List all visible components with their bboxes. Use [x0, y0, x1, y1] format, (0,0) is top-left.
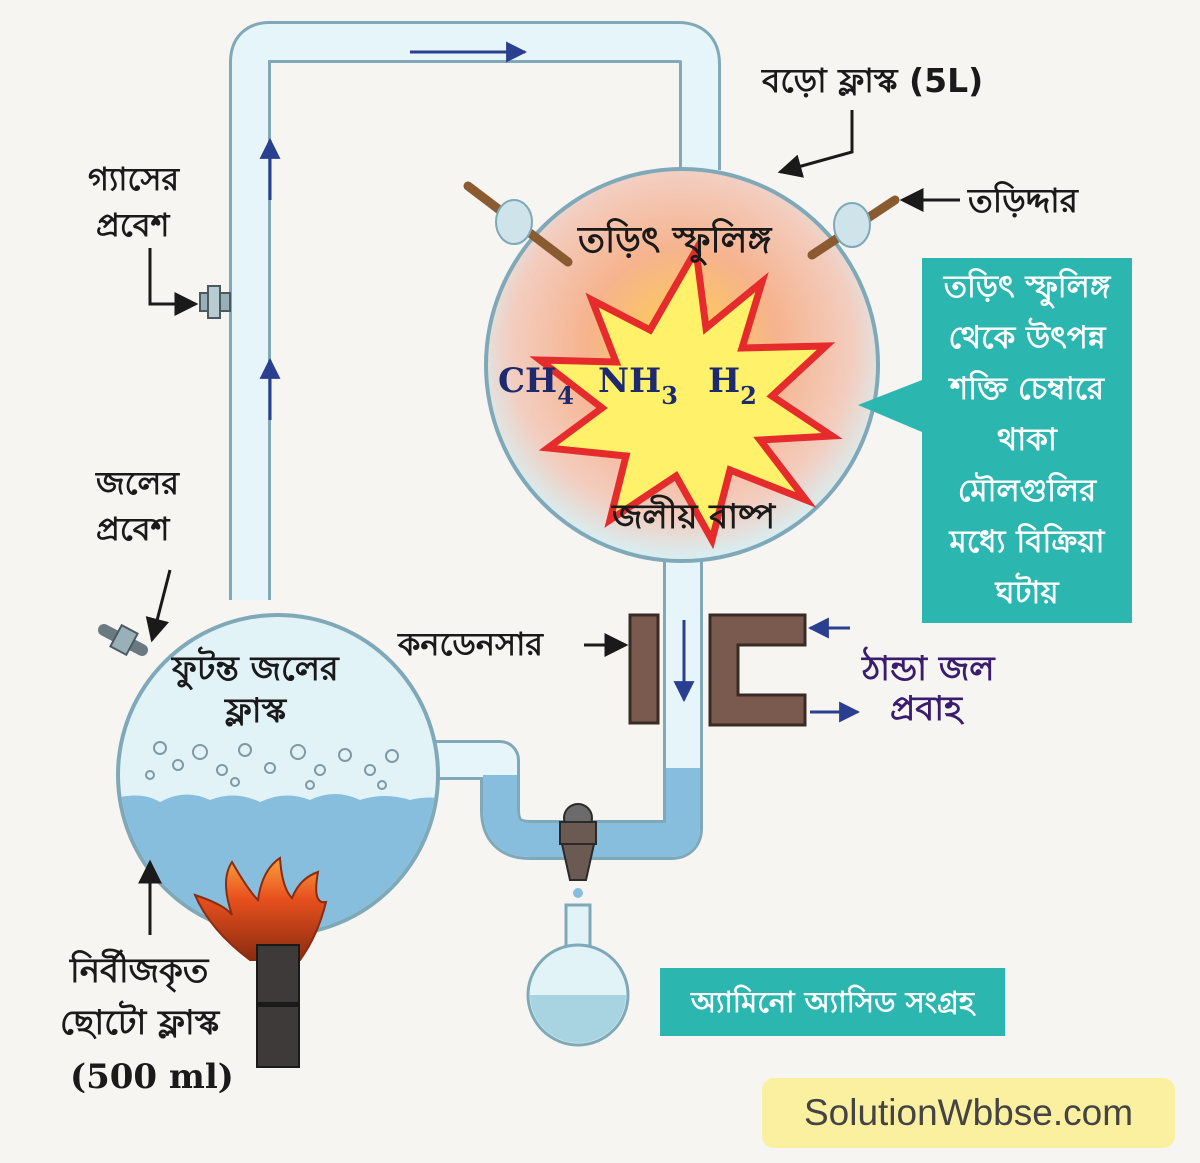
label-small-flask-2: ছোটো ফ্লাস্ক — [60, 1000, 221, 1043]
gas-ch4: CH4 — [498, 361, 574, 410]
label-large-flask: বড়ো ফ্লাস্ক (5L) — [761, 61, 983, 100]
callout-line: ঘটায় — [995, 575, 1059, 611]
bubbles — [145, 741, 399, 790]
electrode-right — [807, 195, 900, 260]
label-water-inlet-1: জলের — [95, 464, 180, 502]
explanation-callout: তড়িৎ স্ফুলিঙ্গ থেকে উৎপন্ন শক্তি চেম্বা… — [922, 258, 1132, 623]
label-small-flask-3: (500 ml) — [70, 1057, 234, 1097]
label-small-flask-1: নির্বীজকৃত — [69, 948, 210, 993]
label-gas-inlet-1: গ্যাসের — [88, 160, 181, 198]
gas-nh3: NH3 — [598, 361, 678, 410]
gas-formulas: CH4 NH3 H2 — [498, 361, 757, 410]
condenser — [628, 613, 807, 727]
label-gas-inlet-2: প্রবেশ — [96, 206, 171, 244]
label-cold-water-1: ঠান্ডা জল — [861, 646, 996, 689]
callout-line: থাকা — [997, 422, 1057, 458]
burner — [193, 856, 328, 1068]
spark-burst — [529, 239, 843, 550]
callout-line: তড়িৎ স্ফুলিঙ্গ — [943, 269, 1111, 305]
label-cold-water-2: প্রবাহ — [890, 689, 965, 729]
water-inlet-valve — [98, 623, 148, 657]
label-boiling-flask-1: ফুটন্ত জলের — [171, 646, 340, 690]
glass-tube-loop — [229, 21, 721, 600]
flow-arrows — [259, 41, 861, 723]
amino-acid-banner: অ্যামিনো অ্যাসিড সংগ্রহ — [660, 968, 1005, 1036]
label-electrode: তড়িদ্দার — [967, 181, 1080, 220]
label-spark: তড়িৎ স্ফুলিঙ্গ — [576, 218, 773, 266]
gas-inlet-valve — [199, 285, 231, 319]
stopcock — [559, 803, 597, 898]
label-boiling-flask-2: ফ্লাস্ক — [224, 691, 288, 731]
callout-pointer — [858, 380, 922, 432]
label-water-vapour: জলীয় বাষ্প — [611, 494, 776, 537]
callout-line: থেকে উৎপন্ন — [948, 320, 1106, 356]
gas-h2: H2 — [708, 361, 757, 410]
collection-flask — [526, 903, 630, 1047]
label-water-inlet-2: প্রবেশ — [96, 510, 171, 548]
electrode-left — [463, 181, 573, 267]
callout-line: মৌলগুলির — [957, 473, 1097, 509]
callout-line: মধ্যে বিক্রিয়া — [949, 524, 1105, 560]
pointer-arrows — [138, 110, 960, 935]
watermark: SolutionWbbse.com — [762, 1078, 1175, 1148]
label-condenser: কনডেনসার — [397, 625, 544, 663]
glass-tube-return — [420, 540, 703, 860]
callout-line: শক্তি চেম্বারে — [949, 371, 1105, 407]
